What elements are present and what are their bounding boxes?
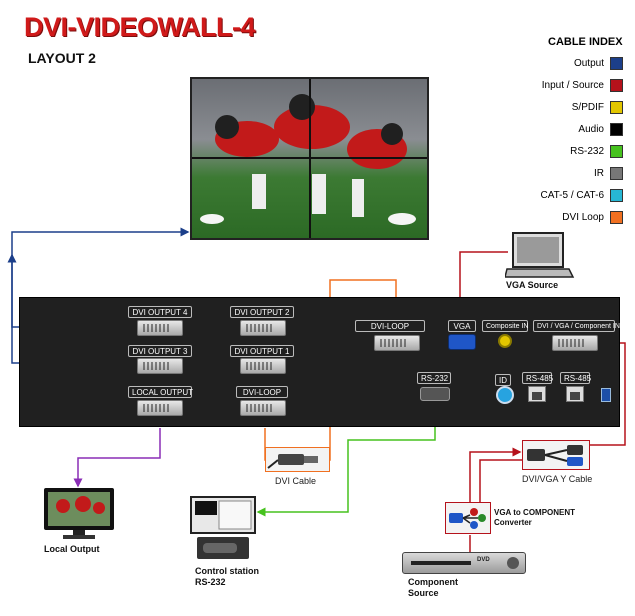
dvd-tray <box>411 561 471 565</box>
cable-index-row: Input / Source <box>542 78 623 92</box>
cable-color-swatch <box>610 122 623 136</box>
dvi-output-3-label: DVI OUTPUT 3 <box>128 345 192 357</box>
y-cable-caption: DVI/VGA Y Cable <box>522 474 593 484</box>
dvi-loop-out-port[interactable] <box>240 400 286 416</box>
component-source-caption: Component Source <box>408 577 458 598</box>
cable-index-row: DVI Loop <box>562 210 623 224</box>
cable-color-swatch <box>610 210 623 224</box>
y-cable-icon <box>527 445 583 466</box>
local-output-caption: Local Output <box>44 544 100 554</box>
players-illustration <box>200 94 416 225</box>
cable-color-swatch <box>610 56 623 70</box>
cable-index-row: S/PDIF <box>572 100 623 114</box>
dvi-cable-icon <box>267 454 318 469</box>
converter-box <box>445 502 491 534</box>
dvi-cable-caption: DVI Cable <box>275 476 317 486</box>
wall-divider-horizontal <box>192 157 427 159</box>
dvi-cable-box <box>265 447 330 472</box>
cable-color-swatch <box>610 144 623 158</box>
composite-in-port[interactable] <box>498 334 512 348</box>
cable-index-label: RS-232 <box>570 145 604 157</box>
rs485-a-label: RS-485 <box>522 372 553 384</box>
dvi-loop-in-port[interactable] <box>374 335 420 351</box>
cable-index-row: RS-232 <box>570 144 623 158</box>
cable-index-label: Audio <box>578 123 604 135</box>
rs232-port[interactable] <box>420 387 450 401</box>
vga-source-caption: VGA Source <box>506 280 559 290</box>
dvi-output-1-label: DVI OUTPUT 1 <box>230 345 294 357</box>
control-station-icon <box>190 496 256 559</box>
dvd-logo: DVD <box>477 557 490 563</box>
cable-color-swatch <box>610 166 623 180</box>
cable-index-row: CAT-5 / CAT-6 <box>540 188 623 202</box>
video-wall-display <box>190 77 429 240</box>
cable-index-label: S/PDIF <box>571 101 604 113</box>
cable-index-row: Output <box>574 56 623 70</box>
local-output-wire <box>73 428 161 488</box>
dvd-knob <box>507 557 519 569</box>
laptop-icon <box>505 232 575 278</box>
converter-icon <box>449 508 486 529</box>
dvi-output-2-label: DVI OUTPUT 2 <box>230 306 294 318</box>
rear-panel <box>19 297 620 427</box>
local-output-label: LOCAL OUTPUT <box>128 386 193 398</box>
dvd-player: DVD <box>402 552 526 574</box>
vga-label: VGA <box>448 320 476 332</box>
diagram-subtitle: LAYOUT 2 <box>28 50 96 66</box>
cable-color-swatch <box>610 188 623 202</box>
converter-caption: VGA to COMPONENT Converter <box>494 508 576 527</box>
cable-color-swatch <box>610 100 623 114</box>
dvi-vga-component-in-port[interactable] <box>552 335 598 351</box>
local-output-monitor-icon <box>44 488 114 539</box>
dvi-loop-in-label: DVI-LOOP <box>355 320 425 332</box>
cable-index-row: Audio <box>578 122 623 136</box>
cable-color-swatch <box>610 78 623 92</box>
composite-in-label: Composite IN <box>482 320 528 332</box>
rs485-b-port[interactable] <box>566 386 584 402</box>
id-label: ID <box>495 374 511 386</box>
dvi-output-1-port[interactable] <box>240 358 286 374</box>
rs232-label: RS-232 <box>417 372 451 384</box>
cable-index-title: CABLE INDEX <box>548 36 623 48</box>
cable-index-label: Output <box>573 57 604 69</box>
cable-index-label: IR <box>594 167 604 179</box>
y-cable-box <box>522 440 590 470</box>
id-switch[interactable] <box>496 386 514 404</box>
rs232-wire <box>256 407 436 517</box>
dvi-loop-out-label: DVI-LOOP <box>236 386 288 398</box>
cable-index-label: DVI Loop <box>562 211 604 223</box>
cable-index-row: IR <box>594 166 623 180</box>
dvi-vga-component-in-label: DVI / VGA / Component IN <box>533 320 620 332</box>
cable-index-label: CAT-5 / CAT-6 <box>540 189 604 201</box>
dvi-output-3-port[interactable] <box>137 358 183 374</box>
dvi-output-4-port[interactable] <box>137 320 183 336</box>
dvi-output-2-port[interactable] <box>240 320 286 336</box>
local-output-port[interactable] <box>137 400 183 416</box>
control-station-caption: Control station RS-232 <box>195 566 259 587</box>
rs485-b-label: RS-485 <box>560 372 591 384</box>
diagram-title: DVI-VIDEOWALL-4 <box>24 12 256 42</box>
cable-index-label: Input / Source <box>541 79 604 91</box>
vga-port[interactable] <box>448 334 476 350</box>
dvi-output-4-label: DVI OUTPUT 4 <box>128 306 192 318</box>
dip-switch[interactable] <box>601 388 611 402</box>
rs485-a-port[interactable] <box>528 386 546 402</box>
